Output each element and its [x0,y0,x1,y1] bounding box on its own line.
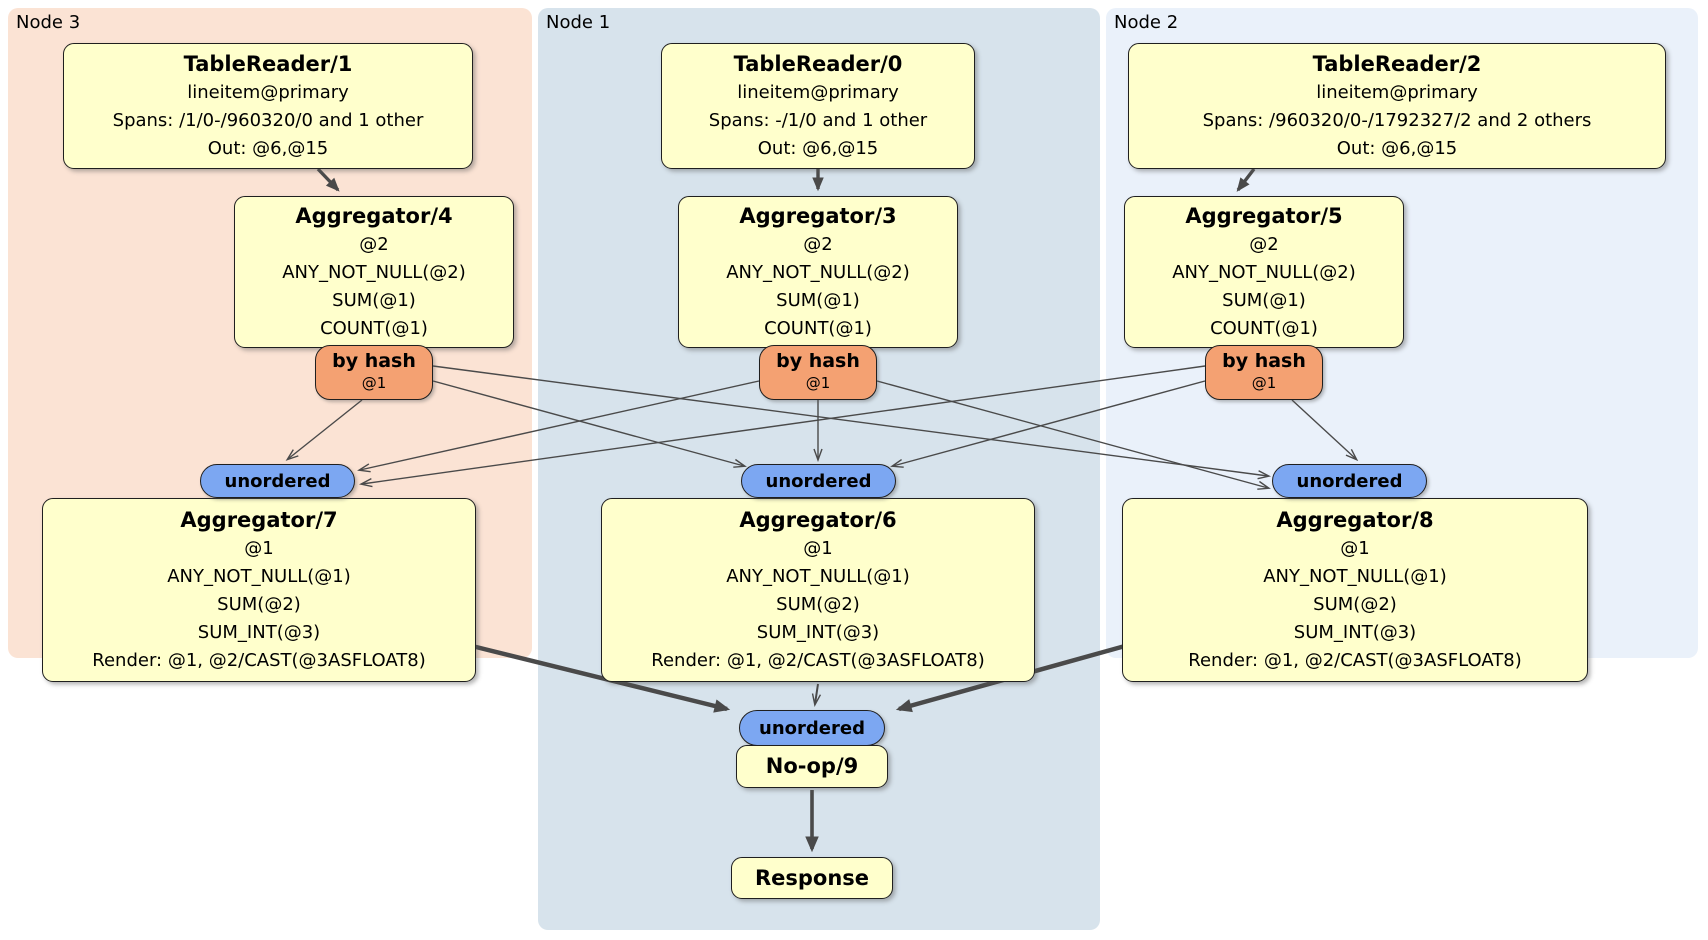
processor-line: COUNT(@1) [320,317,428,339]
router-key: @1 [361,374,387,392]
processor-line: SUM_INT(@3) [197,621,321,643]
processor-line: ANY_NOT_NULL(@1) [167,565,351,587]
processor-line: Out: @6,@15 [757,137,879,159]
processor-title: Aggregator/5 [1185,203,1343,228]
tablereader-to-aggregator-edges [316,167,1256,192]
router-label: by hash [332,350,416,372]
processor-title: No-op/9 [765,754,859,778]
edge-hash3-sync1 [432,380,744,466]
processor-line: SUM(@2) [217,593,301,615]
router-by-hash-node1: by hash @1 [759,345,877,400]
router-by-hash-node3: by hash @1 [315,345,433,400]
processor-title: Response [754,865,870,890]
processor-line: @1 [1340,537,1370,559]
region-label-node1: Node 1 [546,12,611,33]
processor-response: Response [731,857,893,899]
processor-line: SUM(@1) [1222,289,1306,311]
processor-line: Out: @6,@15 [207,137,329,159]
edge-hash3-sync3 [288,399,363,459]
processor-line: lineitem@primary [1316,81,1478,103]
edge-hash3-sync2 [432,365,1268,476]
processor-aggregator6: Aggregator/6 @1 ANY_NOT_NULL(@1) SUM(@2)… [601,498,1035,682]
edge-hash2-sync1 [893,380,1206,466]
processor-line: SUM(@2) [776,593,860,615]
edge-agg6-syncfinal [815,683,818,704]
processor-title: Aggregator/8 [1276,507,1434,532]
processor-aggregator5: Aggregator/5 @2 ANY_NOT_NULL(@2) SUM(@1)… [1124,196,1404,348]
processor-line: @1 [803,537,833,559]
processor-aggregator7: Aggregator/7 @1 ANY_NOT_NULL(@1) SUM(@2)… [42,498,476,682]
processor-line: @2 [1249,233,1279,255]
processor-line: SUM_INT(@3) [756,621,880,643]
edge-agg7-syncfinal [471,643,731,713]
processor-line: SUM(@2) [1313,593,1397,615]
router-label: by hash [776,350,860,372]
sync-unordered-node3: unordered [200,464,355,498]
processor-aggregator4: Aggregator/4 @2 ANY_NOT_NULL(@2) SUM(@1)… [234,196,514,348]
processor-line: Spans: /1/0-/960320/0 and 1 other [112,109,424,131]
sync-unordered-node2: unordered [1272,464,1427,498]
processor-line: Spans: -/1/0 and 1 other [708,109,928,131]
sync-unordered-final: unordered [739,710,885,746]
processor-line: ANY_NOT_NULL(@1) [726,565,910,587]
processor-title: Aggregator/4 [295,203,453,228]
processor-line: Out: @6,@15 [1336,137,1458,159]
processor-title: TableReader/1 [183,51,353,76]
router-by-hash-node2: by hash @1 [1205,345,1323,400]
region-label-node3: Node 3 [16,12,81,33]
edge-hash2-sync2 [1291,399,1356,459]
router-key: @1 [1251,374,1277,392]
processor-line: SUM(@1) [332,289,416,311]
processor-tablereader2: TableReader/2 lineitem@primary Spans: /9… [1128,43,1666,169]
processor-line: SUM(@1) [776,289,860,311]
edge-hash1-sync3 [360,380,760,470]
processor-line: Render: @1, @2/CAST(@3ASFLOAT8) [651,649,985,671]
processor-aggregator8: Aggregator/8 @1 ANY_NOT_NULL(@1) SUM(@2)… [1122,498,1588,682]
edge-tr1-agg4 [316,167,340,192]
processor-noop9: No-op/9 [736,745,888,788]
router-label: by hash [1222,350,1306,372]
processor-line: ANY_NOT_NULL(@2) [282,261,466,283]
processor-line: lineitem@primary [737,81,899,103]
router-to-sync-edges [288,365,1356,488]
edge-hash1-sync2 [876,380,1268,488]
processor-tablereader1: TableReader/1 lineitem@primary Spans: /1… [63,43,473,169]
processor-line: @2 [359,233,389,255]
processor-line: @2 [803,233,833,255]
processor-tablereader0: TableReader/0 lineitem@primary Spans: -/… [661,43,975,169]
processor-line: Render: @1, @2/CAST(@3ASFLOAT8) [1188,649,1522,671]
processor-line: COUNT(@1) [1210,317,1318,339]
processor-title: Aggregator/7 [180,507,338,532]
processor-title: TableReader/2 [1312,51,1482,76]
processor-aggregator3: Aggregator/3 @2 ANY_NOT_NULL(@2) SUM(@1)… [678,196,958,348]
processor-line: ANY_NOT_NULL(@2) [1172,261,1356,283]
router-key: @1 [805,374,831,392]
processor-line: ANY_NOT_NULL(@1) [1263,565,1447,587]
region-label-node2: Node 2 [1114,12,1179,33]
processor-line: @1 [244,537,274,559]
edge-tr2-agg5 [1236,167,1256,192]
processor-line: Spans: /960320/0-/1792327/2 and 2 others [1202,109,1592,131]
processor-title: Aggregator/6 [739,507,897,532]
sync-unordered-node1: unordered [741,464,896,498]
edge-hash2-sync3 [362,365,1206,484]
processor-line: Render: @1, @2/CAST(@3ASFLOAT8) [92,649,426,671]
processor-line: SUM_INT(@3) [1293,621,1417,643]
processor-line: ANY_NOT_NULL(@2) [726,261,910,283]
processor-title: TableReader/0 [733,51,903,76]
processor-title: Aggregator/3 [739,203,897,228]
processor-line: lineitem@primary [187,81,349,103]
processor-line: COUNT(@1) [764,317,872,339]
